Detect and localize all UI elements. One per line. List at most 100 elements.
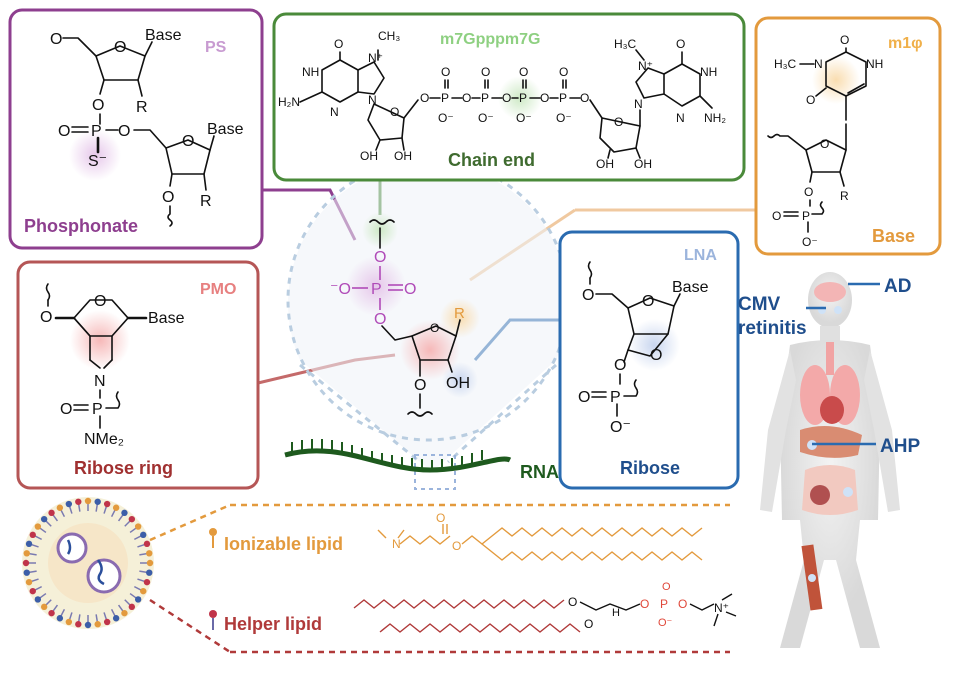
body-label-ad: AD <box>884 276 911 297</box>
cap-r-n2: N <box>676 111 685 125</box>
ps-o2: O <box>92 97 104 114</box>
ps-ring-o1: O <box>114 39 126 56</box>
m1psi-o3: O <box>804 185 813 199</box>
lnp-lipid-head <box>134 523 142 530</box>
cap-l-oh1: OH <box>360 149 378 163</box>
lnp-lipid-head <box>112 615 120 622</box>
lnp-lipid-head <box>75 621 82 628</box>
cap-l-nh: NH <box>302 65 319 79</box>
ionizable-lipid-structure: N O O <box>377 511 703 561</box>
lnp-section: Ionizable lipid Helper lipid N O O O O H… <box>22 497 737 654</box>
m1psi-h3c: H₃C <box>774 57 797 71</box>
body-label-ahp: AHP <box>880 436 920 457</box>
lnp-lipid-head <box>29 587 36 595</box>
lna-oeq: O <box>578 389 590 406</box>
panel-lna: LNA Ribose O O Base O O O P O⁻ <box>558 230 740 490</box>
ionizable-o1: O <box>452 539 461 553</box>
lnp-lipid-head <box>146 559 154 567</box>
ionizable-o2: O <box>436 511 445 525</box>
helper-p: P <box>660 597 668 611</box>
ps-base2: Base <box>207 121 244 138</box>
cap-o-c: O <box>502 91 511 105</box>
cap-l-nplus: N⁺ <box>368 51 383 65</box>
lna-o2: O <box>614 357 626 374</box>
lnp-lipid-head <box>65 500 73 508</box>
ps-o-eq: O <box>58 123 70 140</box>
m1psi-om: O⁻ <box>802 235 818 249</box>
human-body: AD CMV retinitis AHP <box>738 272 920 648</box>
lnp-lipid-head <box>56 504 64 511</box>
lnp-lipid-head <box>128 603 136 611</box>
ps-r1: R <box>136 99 148 116</box>
center-molecule: O ⁻O P O O O R OH O <box>330 212 480 417</box>
center-minus-o: ⁻O <box>330 281 351 298</box>
cap-p3-o: O <box>519 65 528 79</box>
center-o-top: O <box>374 249 386 266</box>
pmo-base: Base <box>148 310 185 327</box>
cap-p1-o: O <box>441 65 450 79</box>
body-label-retinitis: retinitis <box>738 318 807 339</box>
lna-ring-o: O <box>642 293 654 310</box>
panel-cap: m7Gpppm7G Chain end O NH H₂N N N⁺ CH₃ N … <box>272 12 746 182</box>
lnp-lipid-head <box>65 618 73 626</box>
body-label-cmv: CMV <box>738 294 781 315</box>
cap-r-oh1: OH <box>596 157 614 171</box>
helper-o3: O <box>640 597 649 611</box>
pmo-o1: O <box>40 309 52 326</box>
lnp-lipid-head <box>25 578 33 586</box>
cap-r-nplus: N⁺ <box>638 59 653 73</box>
panel-pmo: PMO Ribose ring O O Base N O P NMe₂ <box>16 260 260 490</box>
lnp-lipid-head <box>40 515 48 523</box>
cap-p4: P <box>559 91 567 105</box>
lnp-lipid-head <box>56 615 64 622</box>
helper-o2: O <box>584 617 593 631</box>
lnp-lipid-head <box>146 569 153 576</box>
lnp-lipid-head <box>23 550 30 557</box>
lna-o1: O <box>582 287 594 304</box>
lnp-lipid-head <box>94 621 101 628</box>
lnp-lipid-head <box>84 621 92 629</box>
lnp-lipid-head <box>143 540 151 548</box>
cap-p2-om: O⁻ <box>478 111 494 125</box>
lnp-lipid-head <box>103 500 111 508</box>
lna-caption: Ribose <box>620 458 680 478</box>
cap-r-ro: O <box>614 115 623 129</box>
cap-o-b: O <box>462 91 471 105</box>
center-r: R <box>454 305 465 322</box>
lnp-lipid-head <box>94 498 101 505</box>
helper-h: H <box>612 607 620 619</box>
pmo-oeq: O <box>60 401 72 418</box>
lnp-lipid-head <box>34 596 42 603</box>
lnp-lipid-head <box>84 497 92 505</box>
pmo-ring-o: O <box>94 293 106 310</box>
cap-l-n2: N <box>368 93 377 107</box>
lnp-lipid-head <box>23 569 30 576</box>
cap-p2: P <box>481 91 489 105</box>
center-o-eq: O <box>404 281 416 298</box>
ionizable-n: N <box>392 537 401 551</box>
lnp-lipid-head <box>112 504 120 511</box>
pmo-tag: PMO <box>200 281 236 298</box>
lnp-lipid-head <box>134 596 142 603</box>
m1psi-caption: Base <box>872 226 915 246</box>
helper-p-om: O⁻ <box>658 617 673 629</box>
pmo-n: N <box>94 373 106 390</box>
lnp-lipid-head <box>25 540 33 548</box>
cap-p4-om: O⁻ <box>556 111 572 125</box>
cap-caption: Chain end <box>448 150 535 170</box>
rna-strand: RNA <box>284 439 559 482</box>
m1psi-n: N <box>814 57 823 71</box>
center-oh: OH <box>446 375 470 392</box>
cap-l-ch3: CH₃ <box>378 29 400 43</box>
lnp-lipid-head <box>140 531 147 539</box>
ps-s: S⁻ <box>88 153 107 170</box>
panel-m1psi: m1φ Base O N H₃C NH O O R O O P O⁻ <box>754 16 942 256</box>
helper-o4: O <box>678 597 687 611</box>
lna-p: P <box>610 389 621 406</box>
lnp-lipid-head <box>121 509 128 517</box>
lnp-lipid-head <box>103 618 111 626</box>
cap-l-oh2: OH <box>394 149 412 163</box>
helper-lipid-structure: O O H O P O O⁻ O N⁺ <box>353 581 737 633</box>
ps-p: P <box>91 123 102 140</box>
helper-o1: O <box>568 595 577 609</box>
